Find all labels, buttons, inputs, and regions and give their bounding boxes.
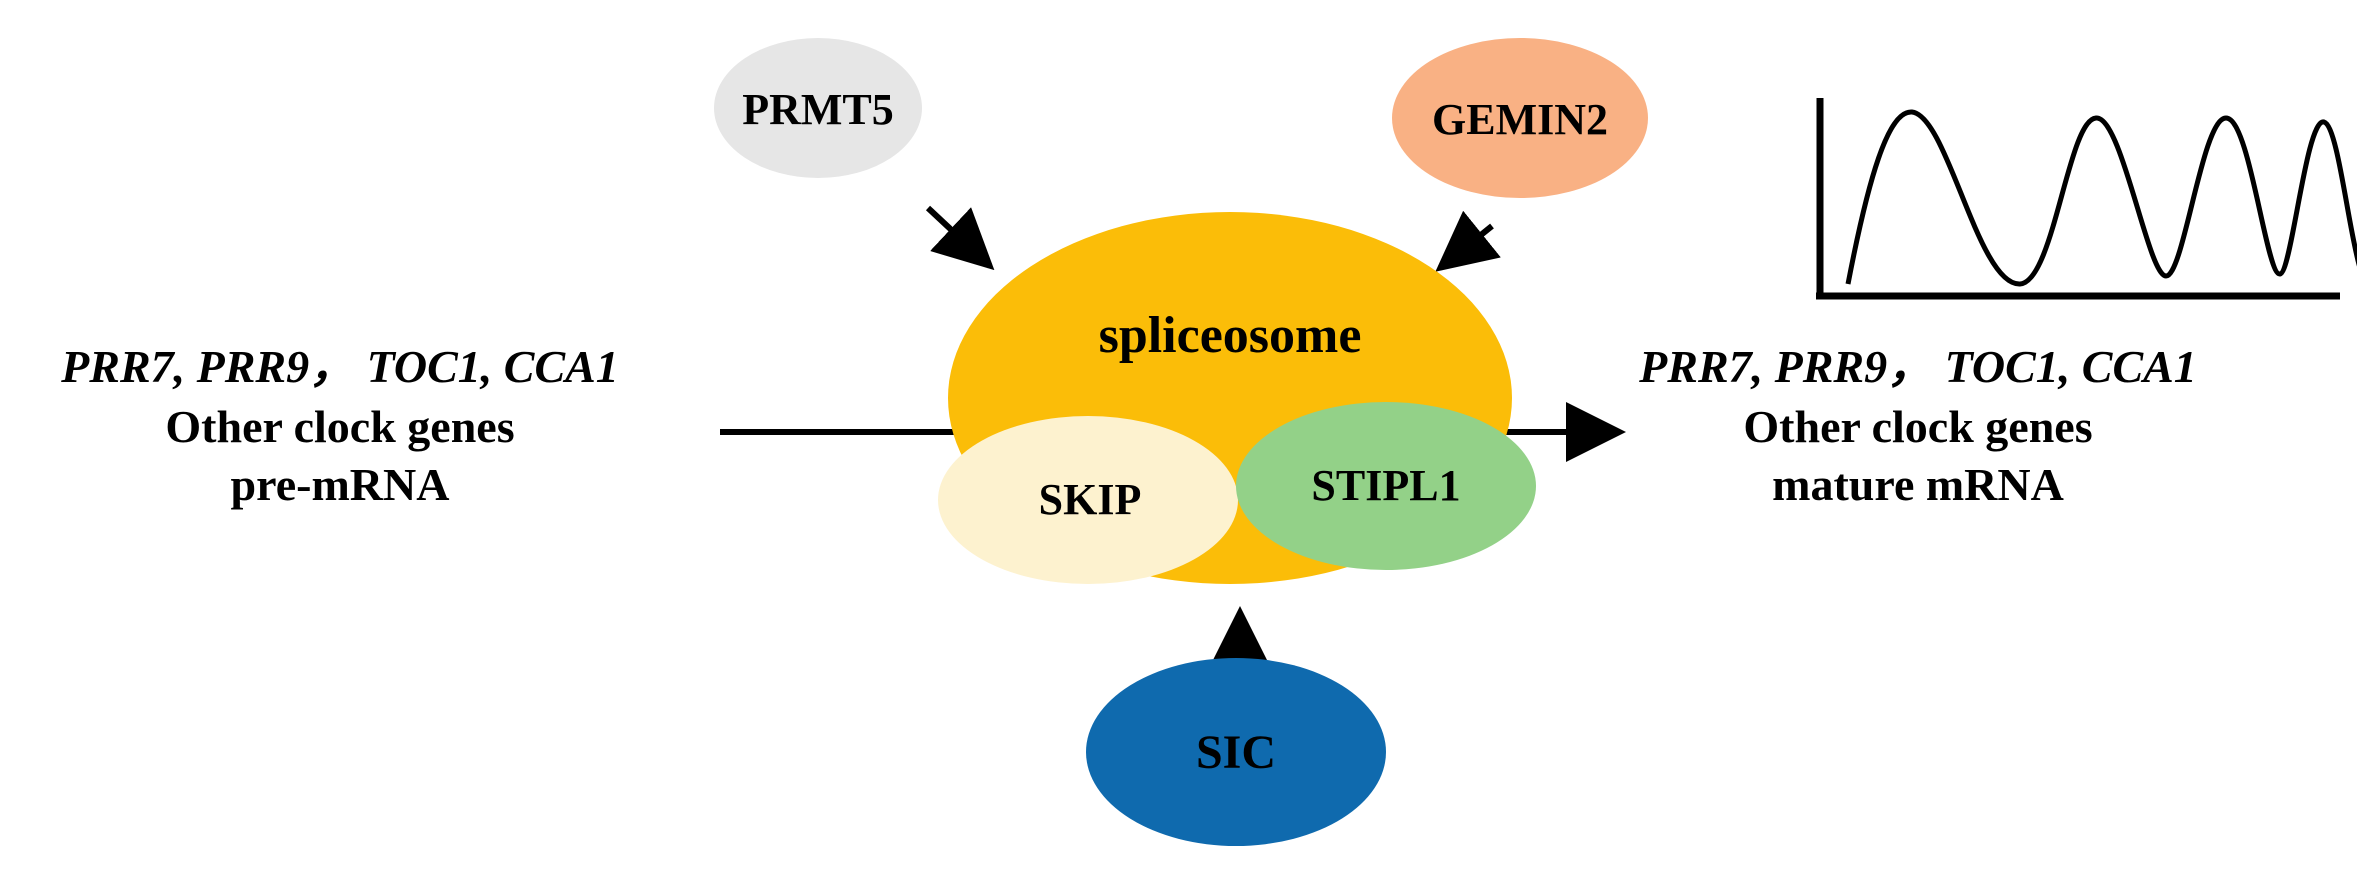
sic-label: SIC — [1196, 726, 1276, 779]
prmt5-label: PRMT5 — [742, 85, 894, 134]
stipl1-node: STIPL1 — [1236, 402, 1536, 570]
skip-ellipse — [938, 416, 1238, 584]
right-text-block: PRR7, PRR9， TOC1, CCA1 Other clock genes… — [1638, 341, 2197, 510]
skip-node: SKIP — [938, 416, 1238, 584]
gemin2-arrow — [1435, 210, 1501, 272]
stipl1-label: STIPL1 — [1311, 461, 1460, 510]
oscillation-wave-icon — [1816, 98, 2357, 300]
oscillation-wave — [1845, 109, 2357, 287]
gemin2-node: GEMIN2 — [1392, 38, 1648, 198]
skip-label: SKIP — [1039, 475, 1142, 524]
left-text-block: PRR7, PRR9， TOC1, CCA1 Other clock genes… — [60, 341, 619, 510]
stipl1-ellipse — [1236, 402, 1536, 570]
prmt5-arrow — [925, 205, 995, 271]
right-line2: Other clock genes — [1743, 401, 2092, 452]
spliceosome-label: spliceosome — [1099, 307, 1362, 364]
right-line3: mature mRNA — [1772, 459, 2064, 510]
left-genes: PRR7, PRR9， TOC1, CCA1 — [60, 341, 619, 392]
sic-ellipse — [1086, 658, 1386, 846]
prmt5-node: PRMT5 — [714, 38, 922, 178]
right-genes: PRR7, PRR9， TOC1, CCA1 — [1638, 341, 2197, 392]
left-line3: pre-mRNA — [231, 459, 450, 510]
prmt5-ellipse — [714, 38, 922, 178]
gemin2-ellipse — [1392, 38, 1648, 198]
sic-node: SIC — [1086, 658, 1386, 846]
left-line2: Other clock genes — [165, 401, 514, 452]
gemin2-label: GEMIN2 — [1432, 95, 1608, 144]
